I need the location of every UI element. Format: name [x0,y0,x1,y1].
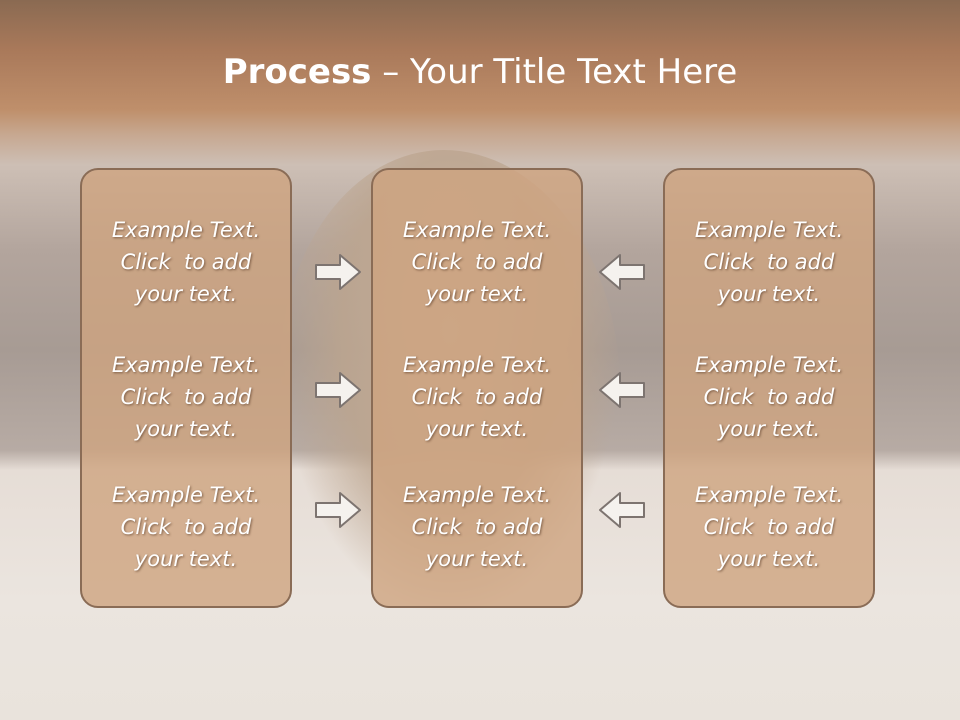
text-line: Click to add [120,385,252,409]
text-line: Click to add [411,515,543,539]
text-block[interactable]: Example Text. Click to add your text. [373,479,581,575]
text-block[interactable]: Example Text. Click to add your text. [665,479,873,575]
text-line: your text. [717,282,821,306]
title-rest-text: – Your Title Text Here [371,52,738,92]
text-block[interactable]: Example Text. Click to add your text. [373,349,581,445]
text-line: Example Text. [111,483,261,507]
text-line: Example Text. [402,353,552,377]
arrow-left-icon [599,372,645,408]
text-line: your text. [425,547,529,571]
text-line: your text. [717,417,821,441]
text-line: Example Text. [402,218,552,242]
text-line: your text. [425,282,529,306]
text-block[interactable]: Example Text. Click to add your text. [82,214,290,310]
text-line: Example Text. [111,218,261,242]
arrow-right-icon [315,492,361,528]
text-line: Click to add [703,385,835,409]
arrow-left-icon [599,492,645,528]
text-line: your text. [134,417,238,441]
title-bold-text: Process [222,52,372,92]
text-block[interactable]: Example Text. Click to add your text. [373,214,581,310]
text-block[interactable]: Example Text. Click to add your text. [665,214,873,310]
text-line: Click to add [703,515,835,539]
text-line: Example Text. [694,483,844,507]
text-line: your text. [134,547,238,571]
text-line: Click to add [411,385,543,409]
text-line: your text. [425,417,529,441]
text-line: Example Text. [694,353,844,377]
process-panel-right[interactable]: Example Text. Click to add your text. Ex… [663,168,875,608]
text-line: Example Text. [111,353,261,377]
text-line: Click to add [120,250,252,274]
text-block[interactable]: Example Text. Click to add your text. [82,349,290,445]
arrow-left-icon [599,254,645,290]
text-line: Example Text. [694,218,844,242]
slide-title[interactable]: Process – Your Title Text Here [0,52,960,92]
text-line: your text. [134,282,238,306]
text-block[interactable]: Example Text. Click to add your text. [665,349,873,445]
process-panel-left[interactable]: Example Text. Click to add your text. Ex… [80,168,292,608]
arrow-right-icon [315,254,361,290]
arrow-right-icon [315,372,361,408]
process-panel-center[interactable]: Example Text. Click to add your text. Ex… [371,168,583,608]
text-line: Example Text. [402,483,552,507]
text-line: Click to add [703,250,835,274]
text-line: Click to add [411,250,543,274]
text-line: your text. [717,547,821,571]
text-line: Click to add [120,515,252,539]
text-block[interactable]: Example Text. Click to add your text. [82,479,290,575]
